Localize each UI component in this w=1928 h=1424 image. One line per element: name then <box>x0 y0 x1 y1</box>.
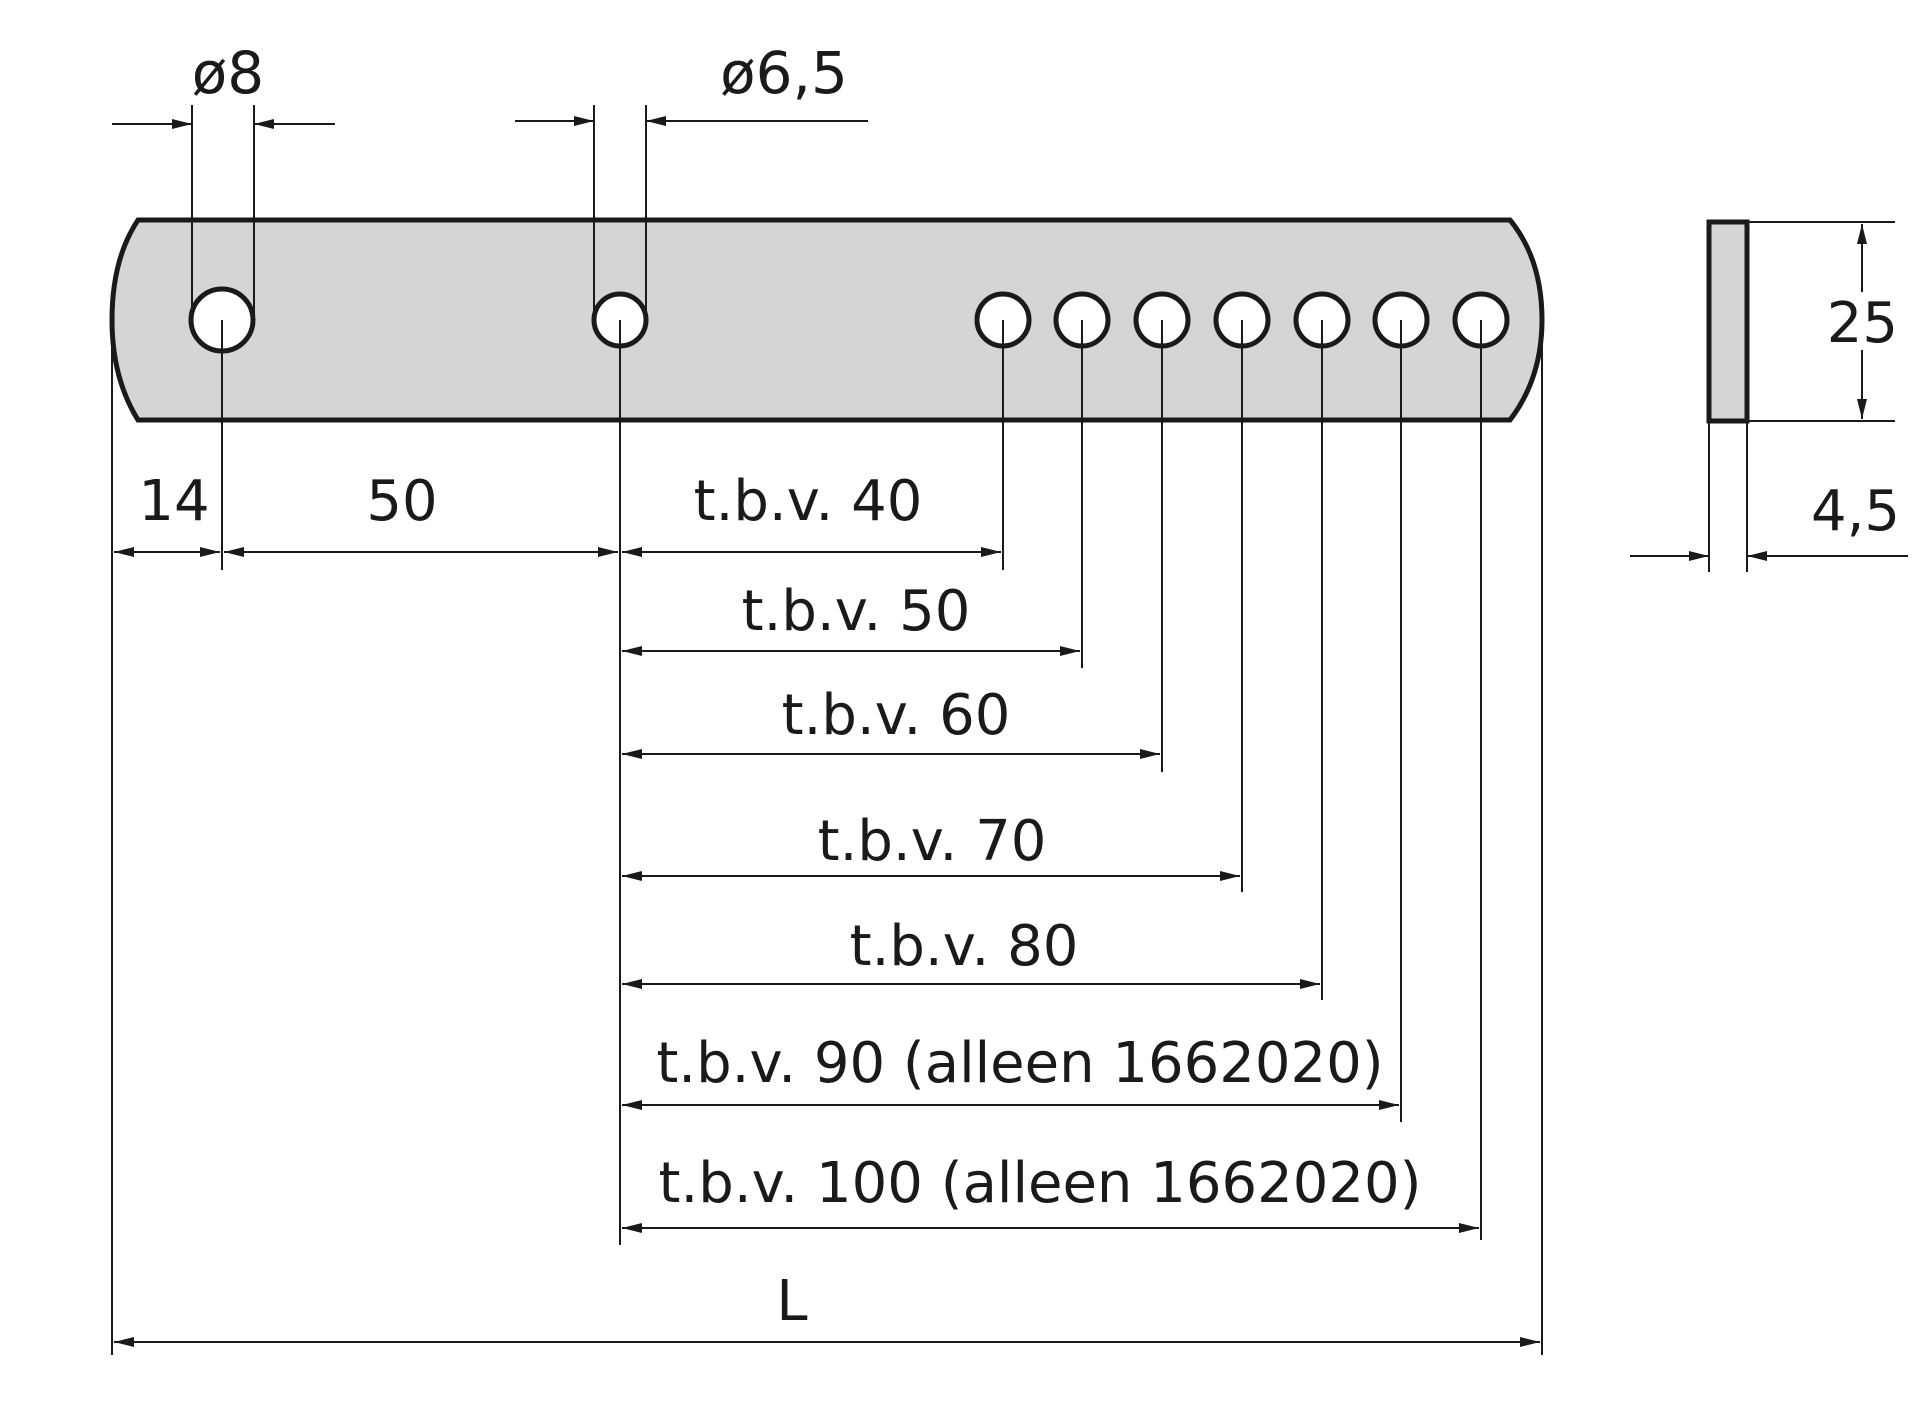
dia-small-label: ø6,5 <box>720 39 848 107</box>
side-profile <box>1706 219 1750 424</box>
side-thickness-label: 4,5 <box>1811 479 1900 544</box>
option-50-label: t.b.v. 50 <box>742 579 971 644</box>
option-40-label: t.b.v. 40 <box>694 469 923 534</box>
horizontal-dimensions: 14 50 t.b.v. 40 t.b.v. 50 t.b.v. 60 t.b.… <box>114 469 1540 1347</box>
option-60-label: t.b.v. 60 <box>782 683 1011 748</box>
bar-front-view <box>109 217 1545 423</box>
dia-large-label: ø8 <box>192 39 264 107</box>
dim-14-label: 14 <box>138 469 209 534</box>
extension-lines <box>111 320 1543 1355</box>
option-70-label: t.b.v. 70 <box>818 809 1047 874</box>
option-90-label: t.b.v. 90 (alleen 1662020) <box>656 1031 1383 1096</box>
bar-body <box>109 217 1545 423</box>
diameter-callouts: ø8 ø6,5 <box>112 39 868 320</box>
bar-side-view: 25 4,5 <box>1630 219 1908 572</box>
dim-50-label: 50 <box>366 469 437 534</box>
dim-L-label: L <box>776 1269 807 1334</box>
option-80-label: t.b.v. 80 <box>850 914 1079 979</box>
option-100-label: t.b.v. 100 (alleen 1662020) <box>659 1151 1422 1216</box>
side-height-label: 25 <box>1827 291 1898 356</box>
